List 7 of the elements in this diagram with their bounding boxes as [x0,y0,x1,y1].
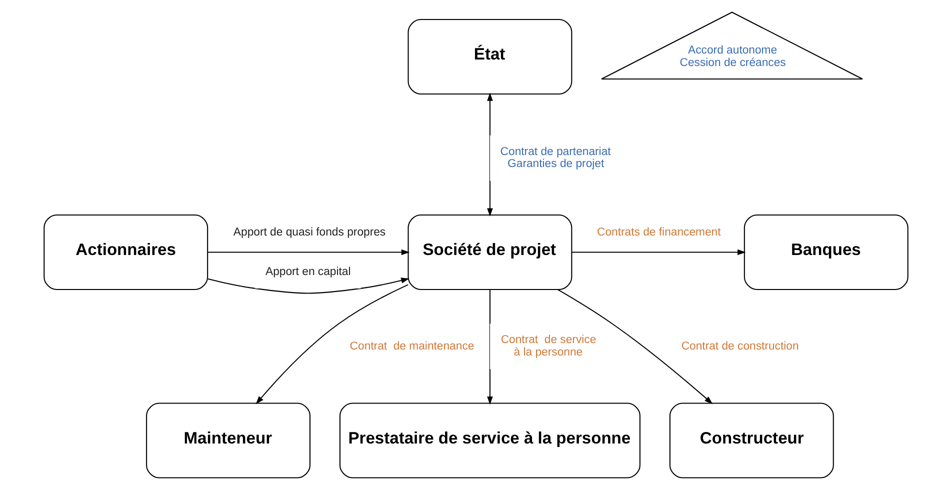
edge-label: Apport en capital [266,266,351,278]
edge-label: Contrats de financement [597,226,721,238]
edge-label: Contrat de construction [681,340,799,352]
edge-label: Contrat de maintenance [350,340,474,352]
edge-label: Contrat de partenariat Garanties de projet [500,146,611,170]
edge-label: Apport de quasi fonds propres [233,226,386,238]
edge-label: Contrat de service à la personne [500,334,596,358]
